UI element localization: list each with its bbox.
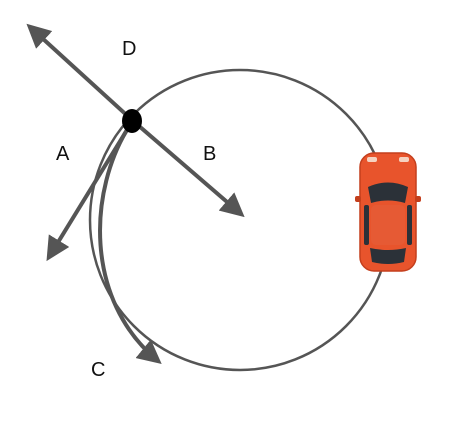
arrow-d [26, 23, 134, 122]
ball-icon [122, 109, 142, 133]
label-c: C [91, 359, 105, 381]
arrow-b [130, 118, 245, 218]
label-d: D [122, 38, 136, 60]
car-icon [355, 152, 421, 272]
label-a: A [56, 143, 70, 165]
arrow-c [98, 123, 162, 365]
label-b: B [203, 143, 216, 165]
